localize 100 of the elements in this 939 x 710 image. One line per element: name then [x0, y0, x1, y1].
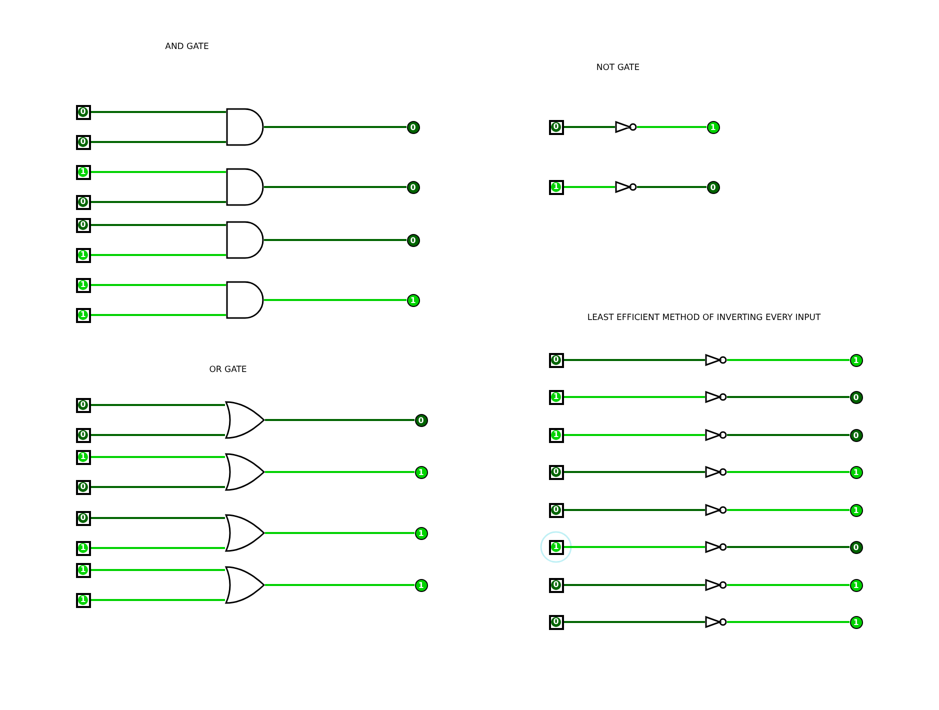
- pin-value: 0: [78, 430, 88, 440]
- pin-value: 0: [551, 355, 561, 365]
- pin-value: 0: [78, 482, 88, 492]
- wire: [637, 126, 706, 128]
- pin-value: 0: [78, 107, 88, 117]
- not-gate: [705, 541, 727, 553]
- pin-value: 1: [551, 542, 561, 552]
- output-pin: 0: [850, 540, 862, 554]
- or-gate: [225, 514, 265, 552]
- wire: [90, 599, 225, 601]
- wire: [727, 584, 850, 586]
- pin-value: 0: [551, 122, 561, 132]
- wire: [264, 126, 406, 128]
- not-gate: [705, 429, 727, 441]
- output-pin: 1: [850, 616, 862, 628]
- not-gate: [705, 391, 727, 403]
- or-gate: [225, 401, 265, 439]
- wire: [727, 546, 850, 548]
- output-pin: 0: [850, 428, 862, 442]
- output-pin: 0: [706, 180, 720, 194]
- wire: [265, 471, 414, 473]
- output-pin: 0: [406, 180, 420, 194]
- and-gate: [226, 281, 264, 319]
- wire: [564, 509, 705, 511]
- output-pin: 0: [850, 390, 862, 404]
- output-pin: 1: [850, 578, 862, 592]
- wire: [564, 126, 615, 128]
- output-pin: 1: [414, 578, 428, 592]
- not-gate: [705, 579, 727, 591]
- section-title: LEAST EFFICIENT METHOD OF INVERTING EVERY INPUT: [587, 313, 821, 323]
- wire: [90, 569, 225, 571]
- wire: [727, 471, 850, 473]
- wire: [90, 404, 225, 406]
- wire: [564, 396, 705, 398]
- wire: [564, 434, 705, 436]
- section-title: AND GATE: [165, 42, 209, 52]
- output-pin: 0: [406, 234, 420, 246]
- pin-value: 0: [551, 617, 561, 627]
- wire: [90, 201, 226, 203]
- output-pin: 1: [406, 294, 420, 306]
- pin-value: 1: [78, 310, 88, 320]
- pin-value: 1: [78, 167, 88, 177]
- wire: [564, 584, 705, 586]
- pin-value: 0: [551, 505, 561, 515]
- output-pin: 0: [414, 414, 428, 426]
- wire: [264, 186, 406, 188]
- wire: [90, 486, 225, 488]
- not-gate: [705, 504, 727, 516]
- pin-value: 0: [78, 513, 88, 523]
- output-pin: 1: [414, 526, 428, 540]
- output-pin: 1: [414, 466, 428, 478]
- output-pin: 1: [850, 466, 862, 478]
- wire: [90, 434, 225, 436]
- pin-value: 1: [551, 392, 561, 402]
- section-title: OR GATE: [209, 365, 247, 375]
- pin-value: 1: [78, 595, 88, 605]
- wire: [727, 359, 850, 361]
- output-pin: 1: [850, 354, 862, 366]
- wire: [564, 186, 615, 188]
- wire: [90, 517, 225, 519]
- output-pin: 1: [850, 504, 862, 516]
- pin-value: 0: [78, 220, 88, 230]
- pin-value: 0: [78, 400, 88, 410]
- wire: [90, 141, 226, 143]
- wire: [727, 396, 850, 398]
- wire: [90, 111, 226, 113]
- wire: [90, 254, 226, 256]
- output-pin: 1: [706, 120, 720, 134]
- wire: [727, 509, 850, 511]
- pin-value: 0: [78, 137, 88, 147]
- and-gate: [226, 168, 264, 206]
- wire: [264, 299, 406, 301]
- and-gate: [226, 108, 264, 146]
- or-gate: [225, 453, 265, 491]
- wire: [90, 224, 226, 226]
- wire: [564, 471, 705, 473]
- wire: [265, 584, 414, 586]
- section-title: NOT GATE: [596, 63, 640, 73]
- not-gate: [705, 354, 727, 366]
- wire: [265, 532, 414, 534]
- not-gate: [615, 121, 637, 133]
- pin-value: 1: [78, 452, 88, 462]
- not-gate: [705, 466, 727, 478]
- wire: [637, 186, 706, 188]
- wire: [265, 419, 414, 421]
- and-gate: [226, 221, 264, 259]
- pin-value: 1: [78, 280, 88, 290]
- wire: [727, 621, 850, 623]
- pin-value: 0: [551, 467, 561, 477]
- pin-value: 1: [551, 182, 561, 192]
- not-gate: [615, 181, 637, 193]
- pin-value: 1: [78, 543, 88, 553]
- or-gate: [225, 566, 265, 604]
- wire: [727, 434, 850, 436]
- wire: [90, 456, 225, 458]
- not-gate: [705, 616, 727, 628]
- pin-value: 0: [551, 580, 561, 590]
- pin-value: 0: [78, 197, 88, 207]
- wire: [90, 284, 226, 286]
- pin-value: 1: [551, 430, 561, 440]
